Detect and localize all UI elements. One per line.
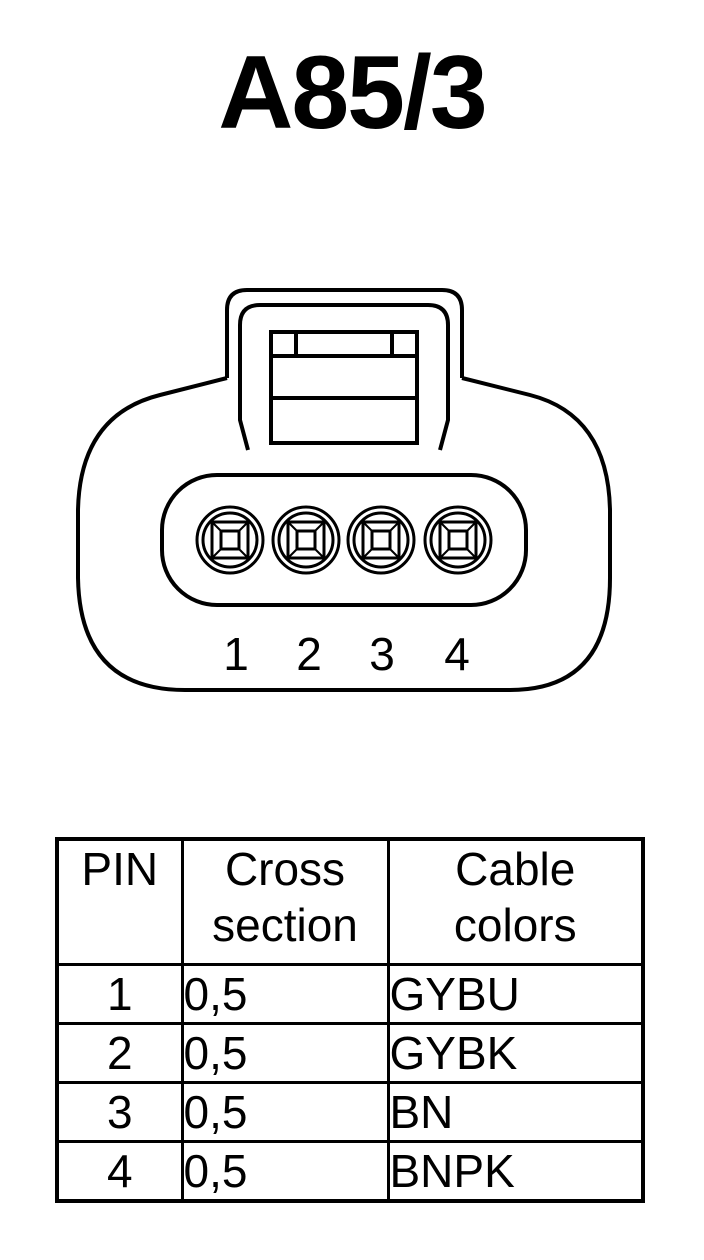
pin-cell: 4 [55, 1140, 184, 1203]
cable-color-cell: BNPK [386, 1140, 645, 1203]
pin-terminal-2 [271, 505, 341, 575]
pin-label-4: 4 [444, 628, 470, 680]
connector-latch-outer [225, 288, 464, 378]
latch-notch-left [269, 330, 298, 358]
table-row: 3 0,5 BN [55, 1081, 645, 1143]
pin-terminal-4 [423, 505, 493, 575]
header-pin: PIN [55, 837, 184, 966]
pin-cell: 1 [55, 963, 184, 1025]
pin-terminal-3 [346, 505, 416, 575]
table-row: 1 0,5 GYBU [55, 963, 645, 1025]
header-cross-section-line2: section [212, 899, 358, 951]
cross-section-cell: 0,5 [180, 1140, 390, 1203]
cross-section-cell: 0,5 [180, 1081, 390, 1143]
pin-cell: 3 [55, 1081, 184, 1143]
header-cross-section-line1: Cross [224, 843, 346, 895]
table-header-row: PIN Cross section Cable colors [55, 837, 645, 966]
pin-cell: 2 [55, 1022, 184, 1084]
header-cable-colors: Cable colors [386, 837, 645, 966]
cable-color-cell: GYBK [386, 1022, 645, 1084]
table-row: 2 0,5 GYBK [55, 1022, 645, 1084]
header-pin-text: PIN [81, 843, 159, 895]
cross-section-cell: 0,5 [180, 1022, 390, 1084]
cable-color-cell: BN [386, 1081, 645, 1143]
connector-housing-outline [76, 376, 612, 692]
connector-latch-inner [238, 303, 450, 451]
header-cross-section: Cross section [180, 837, 390, 966]
pin-label-3: 3 [369, 628, 395, 680]
table-row: 4 0,5 BNPK [55, 1140, 645, 1203]
pin-label-2: 2 [296, 628, 322, 680]
latch-notch-right [390, 330, 419, 358]
connector-title: A85/3 [218, 35, 488, 151]
connector-diagram: 1 2 3 4 [76, 288, 612, 692]
pin-assignment-table: PIN Cross section Cable colors 1 0,5 GYB… [55, 837, 645, 1203]
pin-terminal-1 [195, 505, 265, 575]
cable-color-cell: GYBU [386, 963, 645, 1025]
cross-section-cell: 0,5 [180, 963, 390, 1025]
connector-latch-tab [269, 330, 419, 445]
header-cable-colors-line2: colors [453, 899, 577, 951]
header-cable-colors-line1: Cable [455, 843, 576, 895]
pin-label-1: 1 [223, 628, 249, 680]
pin-cavity-block [160, 473, 528, 607]
